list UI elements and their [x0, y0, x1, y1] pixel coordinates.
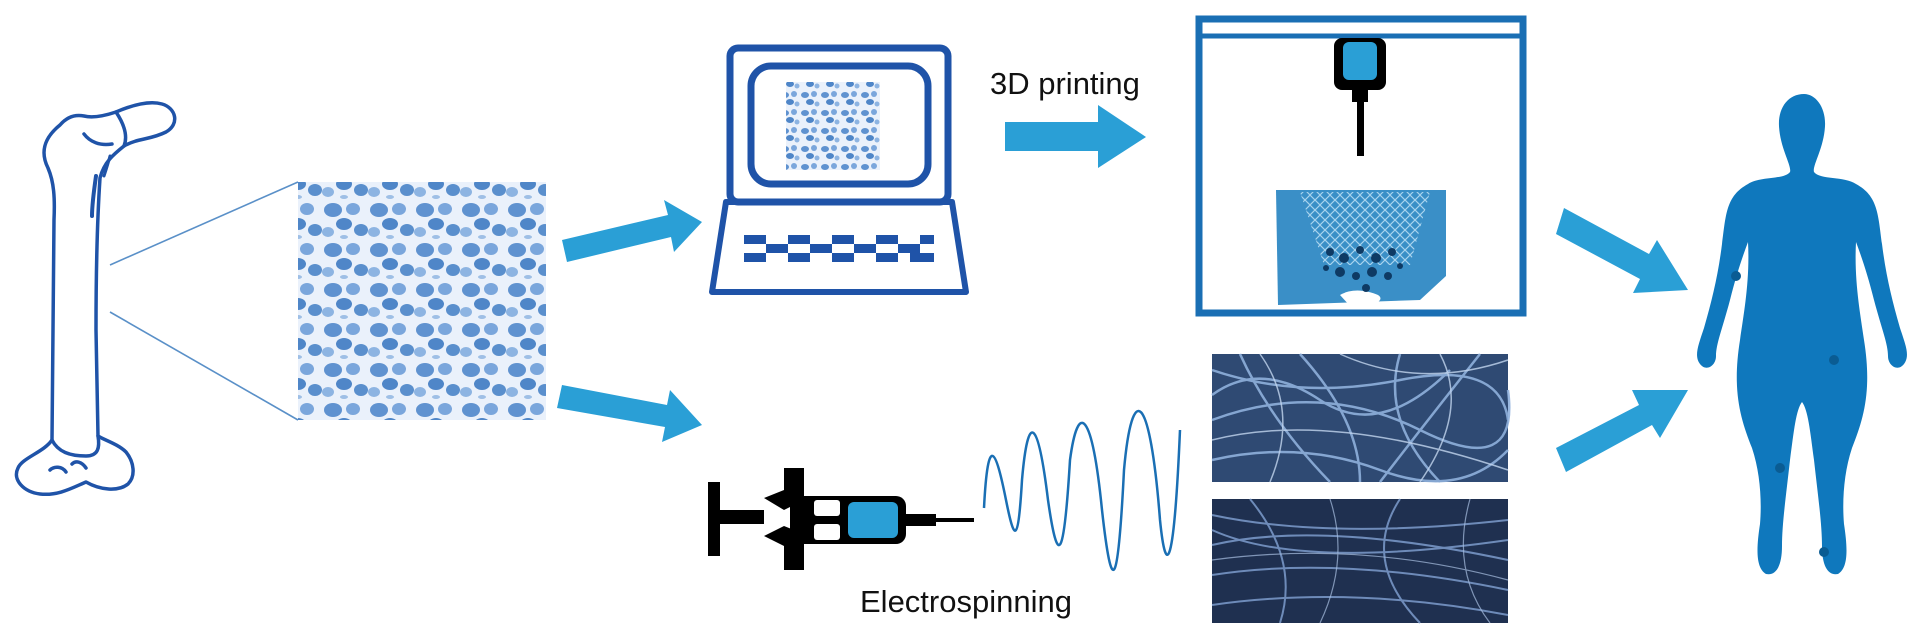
zoom-lines	[109, 181, 299, 421]
3d-printer-icon	[1195, 15, 1527, 317]
electrospun-fibers-micrograph-top	[1211, 353, 1511, 483]
femur-bone-outline-icon	[14, 100, 177, 497]
print-nozzle	[1357, 100, 1364, 156]
arrow-printer-to-body	[1556, 208, 1688, 293]
porous-bone-micrograph	[298, 182, 546, 420]
human-body-silhouette-icon	[1697, 94, 1907, 575]
electrospinning-label: Electrospinning	[860, 584, 1072, 619]
arrow-3d-printing	[1005, 105, 1146, 168]
electrospinning-jet-wave	[982, 409, 1182, 571]
laptop-computer-icon	[709, 44, 969, 295]
print-head-cartridge	[1343, 42, 1377, 80]
screen-scaffold-image	[786, 82, 880, 170]
arrow-fibers-to-body	[1556, 390, 1688, 472]
keyboard-keys	[744, 235, 934, 262]
syringe-barrel-fluid	[848, 502, 898, 538]
printed-scaffold	[1276, 190, 1446, 307]
3d-printing-label: 3D printing	[990, 66, 1140, 101]
arrow-to-computer	[562, 200, 702, 262]
syringe-icon	[708, 468, 974, 570]
electrospun-fibers-micrograph-bottom	[1211, 498, 1509, 624]
arrow-to-electrospinning	[557, 385, 702, 442]
